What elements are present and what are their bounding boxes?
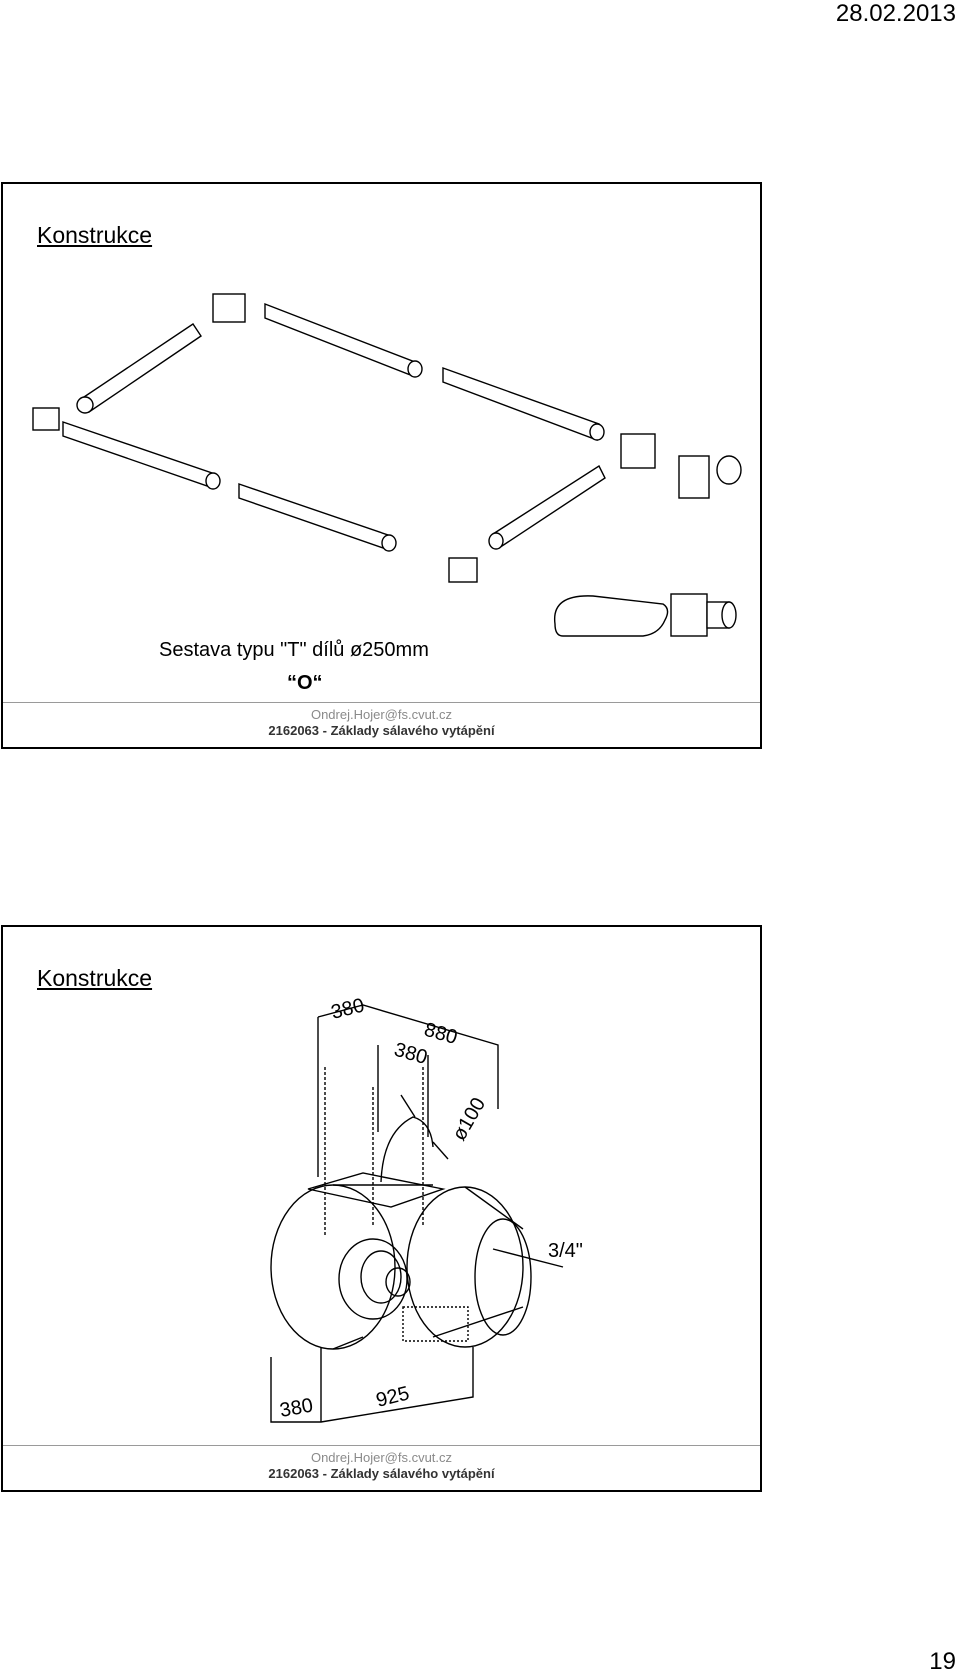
slide-footer: Ondrej.Hojer@fs.cvut.cz 2162063 - Základ… — [3, 1445, 760, 1490]
slide-title: Konstrukce — [37, 222, 153, 248]
dim-380-inner: 380 — [392, 1039, 430, 1069]
page-date: 28.02.2013 — [835, 0, 956, 27]
dim-380-bottom: 380 — [278, 1394, 315, 1421]
dim-880: 880 — [422, 1019, 460, 1049]
assembly-subcaption: “O“ — [287, 672, 323, 694]
dim-three-quarter-inch: 3/4" — [548, 1240, 583, 1262]
dim-diameter-100: ø100 — [448, 1094, 490, 1144]
burner-unit-drawing: 380 880 380 ø100 3/4" 380 925 — [270, 994, 583, 1423]
page-number: 19 — [929, 1648, 956, 1675]
dim-380-top: 380 — [329, 994, 367, 1023]
footer-email: Ondrej.Hojer@fs.cvut.cz — [310, 1450, 453, 1465]
tube-assembly-drawing — [32, 293, 742, 637]
assembly-caption: Sestava typu "T" dílů ø250mm — [159, 639, 429, 661]
slide-2: Konstrukce — [1, 925, 762, 1492]
footer-course: 2162063 - Základy sálavého vytápění — [268, 1466, 495, 1481]
slide-1: Konstrukce — [1, 182, 762, 749]
slide-title: Konstrukce — [37, 965, 153, 991]
footer-course: 2162063 - Základy sálavého vytápění — [268, 723, 495, 738]
slide-footer: Ondrej.Hojer@fs.cvut.cz 2162063 - Základ… — [3, 702, 760, 747]
footer-email: Ondrej.Hojer@fs.cvut.cz — [310, 707, 453, 722]
